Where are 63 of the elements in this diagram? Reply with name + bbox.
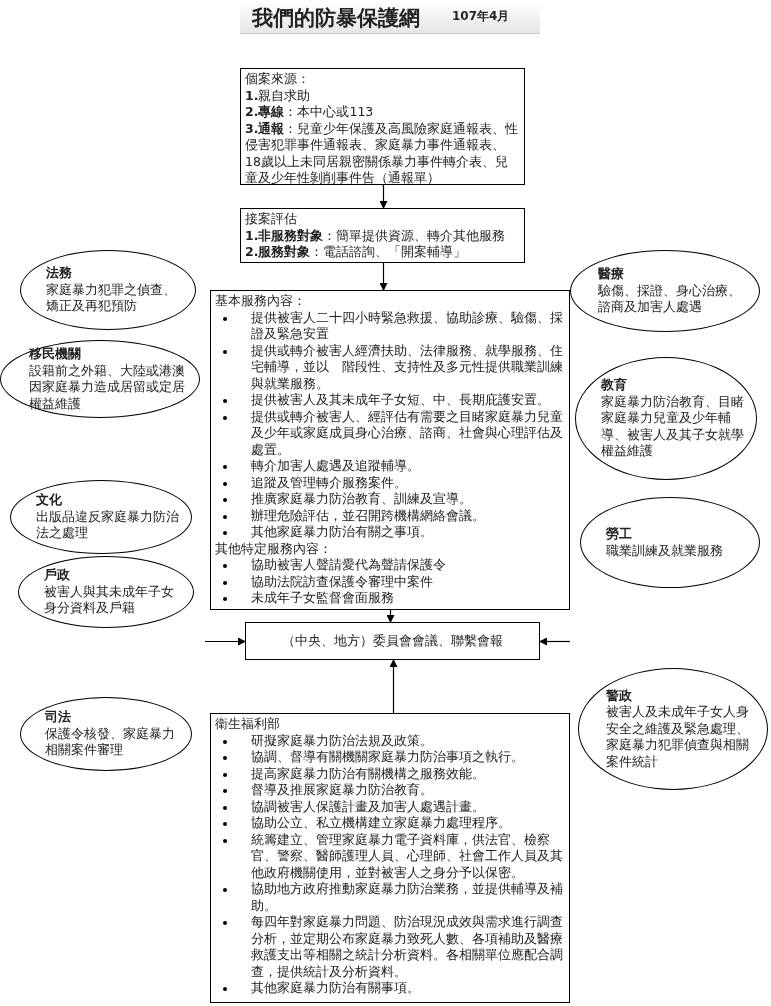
box-line: 2.專線：本中心或113	[245, 104, 375, 121]
ellipse-text: 設籍前之外籍、大陸或港澳因家庭暴力造成居留或定居權益維護	[29, 362, 186, 412]
bullet-item: 協助法院訪查保護令審理中案件	[251, 573, 565, 590]
arrow	[386, 609, 395, 623]
box-heading: 衛生福利部	[215, 716, 281, 733]
ellipse-text: 家庭暴力防治教育、目睹家庭暴力兒童及少年輔導、被害人及其子女就學權益維護	[601, 393, 745, 460]
bullet-item: 協助地方政府推動家庭暴力防治業務，並提供輔導及補助。	[251, 881, 565, 914]
assessment-box	[240, 208, 525, 263]
ellipse-text: 保護令核發、家庭暴力相關案件審理	[45, 725, 176, 759]
box-heading: 接案評估	[245, 211, 298, 228]
box-text: （中央、地方）委員會會議、聯繫會報	[282, 632, 503, 650]
ellipse-text: 職業訓練及就業服務	[606, 542, 724, 559]
source-box	[240, 68, 525, 185]
ellipse-heading: 醫療	[598, 266, 625, 283]
ellipse-heading: 文化	[36, 492, 63, 509]
bullet-item: 推廣家庭暴力防治教育、訓練及宣導。	[251, 491, 565, 508]
ellipse-text: 被害人及未成年子女人身安全之維護及緊急處理、家庭暴力犯罪偵查與相關案件統計	[606, 704, 750, 771]
bullet-item: 協調被害人保護計畫及加害人處遇計畫。	[251, 798, 565, 815]
box-line: 1.非服務對象：簡單提供資源、轉介其他服務	[245, 227, 507, 244]
bullet-item: 每四年對家庭暴力問題、防治現況成效與需求進行調查分析，並定期公布家庭暴力致死人數、各項補助及醫療救護支出等相關之統計分析資料。各相關單位應配合調查，提供統計及分析資料。	[251, 914, 565, 980]
bullet-item: 督導及推展家庭暴力防治教育。	[251, 782, 565, 799]
bullet-item: 提高家庭暴力防治有關機構之服務效能。	[251, 765, 565, 782]
bullet-item: 提供被害人二十四小時緊急救援、協助診療、驗傷、採證及緊急安置	[251, 309, 565, 343]
ellipse-heading: 戶政	[44, 567, 71, 584]
bullet-item: 辦理危險評估，並召開跨機構網絡會議。	[251, 507, 565, 524]
bullet-item: 其他家庭暴力防治有關事項。	[251, 980, 565, 997]
bullet-item: 追蹤及管理轉介服務案件。	[251, 474, 565, 491]
box-line: 其他特定服務內容：	[215, 540, 333, 557]
arrow	[379, 184, 388, 209]
bullet-item: 其他家庭暴力防治有關之事項。	[251, 524, 565, 541]
ellipse-text: 出版品違反家庭暴力防治法之處理	[36, 508, 180, 542]
ellipse-heading: 警政	[606, 687, 633, 705]
ellipse-text: 家庭暴力犯罪之偵查、矯正及再犯預防	[46, 281, 177, 315]
arrow	[204, 637, 246, 646]
ellipse-heading: 司法	[45, 709, 72, 726]
bullet-item: 協調、督導有關機關家庭暴力防治事項之執行。	[251, 749, 565, 766]
meeting-box	[245, 622, 540, 660]
box-line: 2.服務對象：電話諮詢、「開案輔導」	[245, 244, 468, 261]
ellipse-heading: 教育	[601, 377, 628, 394]
bullet-item: 協助被害人聲請愛代為聲請保護令	[251, 557, 565, 574]
ellipse-text: 被害人與其未成年子女身分資料及戶籍	[44, 583, 175, 617]
date-label: 107年4月	[452, 8, 510, 25]
services-box	[210, 290, 570, 610]
ellipse-heading: 法務	[46, 265, 73, 282]
box-line: 3.通報：兒童少年保護及高風險家庭通報表、性侵害犯罪事件通報表、家庭暴力事件通報表、18歲以上未同居親密關係暴力事件轉介表、兒童及少年性剝削事件告（通報單）	[245, 120, 520, 187]
box-heading: 個案來源：	[245, 71, 311, 88]
bullet-item: 協助公立、私立機構建立家庭暴力處理程序。	[251, 815, 565, 832]
ellipse-heading: 勞工	[606, 526, 633, 543]
ellipse-text: 驗傷、採證、身心治療、諮商及加害人處遇	[598, 282, 742, 316]
bullet-item: 轉介加害人處遇及追蹤輔導。	[251, 458, 565, 475]
bullet-item: 統籌建立、管理家庭暴力電子資料庫，供法官、檢察官、警察、醫師護理人員、心理師、社會工作人員及其他政府機關使用，並對被害人之身分予以保密。	[251, 831, 565, 881]
bullet-item: 未成年子女監督會面服務	[251, 590, 565, 607]
arrow	[389, 659, 398, 714]
ministry-box	[210, 713, 570, 1003]
ellipse-heading: 移民機關	[29, 346, 82, 363]
box-line: 1.親自求助	[245, 87, 312, 104]
bullet-item: 研擬家庭暴力防治法規及政策。	[251, 732, 565, 749]
bullet-item: 提供被害人及其未成年子女短、中、長期庇護安置。	[251, 392, 565, 409]
bullet-item: 提供或轉介被害人、經評估有需要之目睹家庭暴力兒童及少年或家庭成員身心治療、諮商、社會與心理評估及處置。	[251, 408, 565, 458]
box-heading: 基本服務內容：	[215, 293, 307, 310]
arrow	[379, 262, 388, 291]
bullet-item: 提供或轉介被害人經濟扶助、法律服務、就學服務、住宅輔導，並以 階段性、支持性及多元性提供職業訓練與就業服務。	[251, 342, 565, 392]
arrow	[539, 637, 571, 646]
